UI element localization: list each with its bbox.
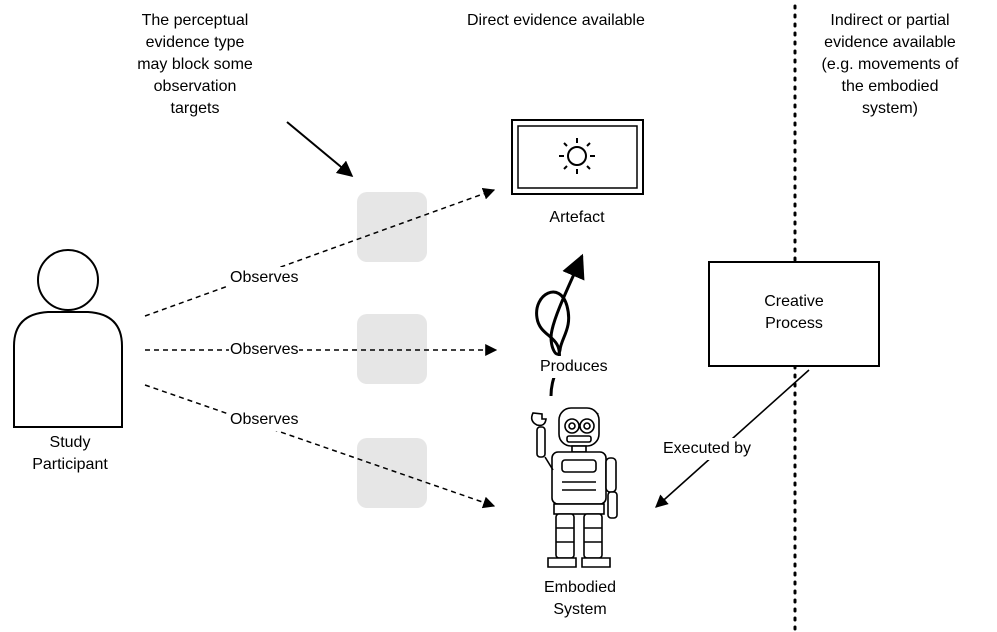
observes-label-top: Observes [229, 267, 300, 289]
produces-label: Produces [539, 356, 609, 378]
observes-label-bottom: Observes [229, 409, 300, 431]
executed-by-label: Executed by [662, 438, 753, 460]
blocker-box-bottom [357, 438, 427, 508]
creative-process-label: Creative Process [764, 293, 824, 332]
embodied-system-label: Embodied System [543, 579, 617, 618]
artefact-label: Artefact [549, 209, 605, 226]
indirect-evidence-heading: Indirect or partial evidence available (… [821, 12, 959, 117]
observes-arrow-top [144, 188, 496, 317]
robot-icon [530, 407, 618, 568]
creative-process-box [708, 261, 880, 367]
study-participant-label: Study Participant [32, 434, 108, 473]
blocker-box-middle [357, 314, 427, 384]
observes-label-middle: Observes [229, 339, 300, 361]
person-outline-icon [13, 249, 123, 428]
framed-sun-picture-icon [511, 119, 644, 195]
observes-arrow-bottom [144, 384, 496, 509]
blocking-note-arrow [286, 121, 354, 178]
blocking-note-text: The perceptual evidence type may block s… [137, 12, 253, 117]
direct-evidence-heading: Direct evidence available [467, 12, 645, 29]
